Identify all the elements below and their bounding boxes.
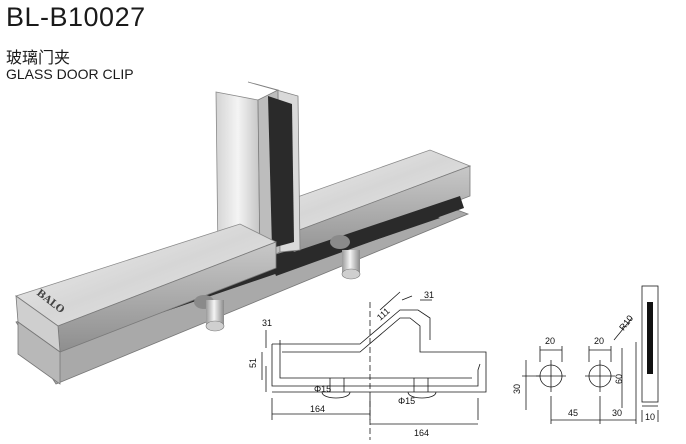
dim-phi15-right: Φ15 <box>398 396 415 406</box>
dimension-drawing-front <box>261 291 487 440</box>
dim-111: 111 <box>375 306 392 323</box>
dim-45: 45 <box>568 408 578 418</box>
gasket-section <box>647 302 653 374</box>
product-name-english: GLASS DOOR CLIP <box>6 66 134 82</box>
product-name-chinese: 玻璃门夹 <box>6 48 71 67</box>
right-arm-gasket <box>270 196 464 276</box>
product-model-title: BL-B10027 <box>6 2 146 32</box>
dim-164-left: 164 <box>310 404 325 414</box>
adjustment-knob-right <box>330 235 361 280</box>
dimension-drawing-holes <box>522 285 659 424</box>
dim-31-left: 31 <box>262 318 272 328</box>
dim-30-bottom: 30 <box>612 408 622 418</box>
dim-phi15-left: Φ15 <box>314 384 331 394</box>
glass-door-clip-render: BALO <box>15 81 472 385</box>
vertical-post-gasket <box>268 96 294 248</box>
dim-60: 60 <box>614 374 624 384</box>
dim-20-right: 20 <box>594 336 604 346</box>
dim-164-right: 164 <box>414 428 429 438</box>
adjustment-knob-left <box>194 295 225 332</box>
dim-10: 10 <box>645 412 655 422</box>
dim-r10: R10 <box>617 313 635 332</box>
dim-31-right: 31 <box>424 290 434 300</box>
dim-30: 30 <box>512 384 522 394</box>
dim-20-left: 20 <box>545 336 555 346</box>
left-end-bottom <box>17 321 61 385</box>
dim-51: 51 <box>248 358 258 368</box>
